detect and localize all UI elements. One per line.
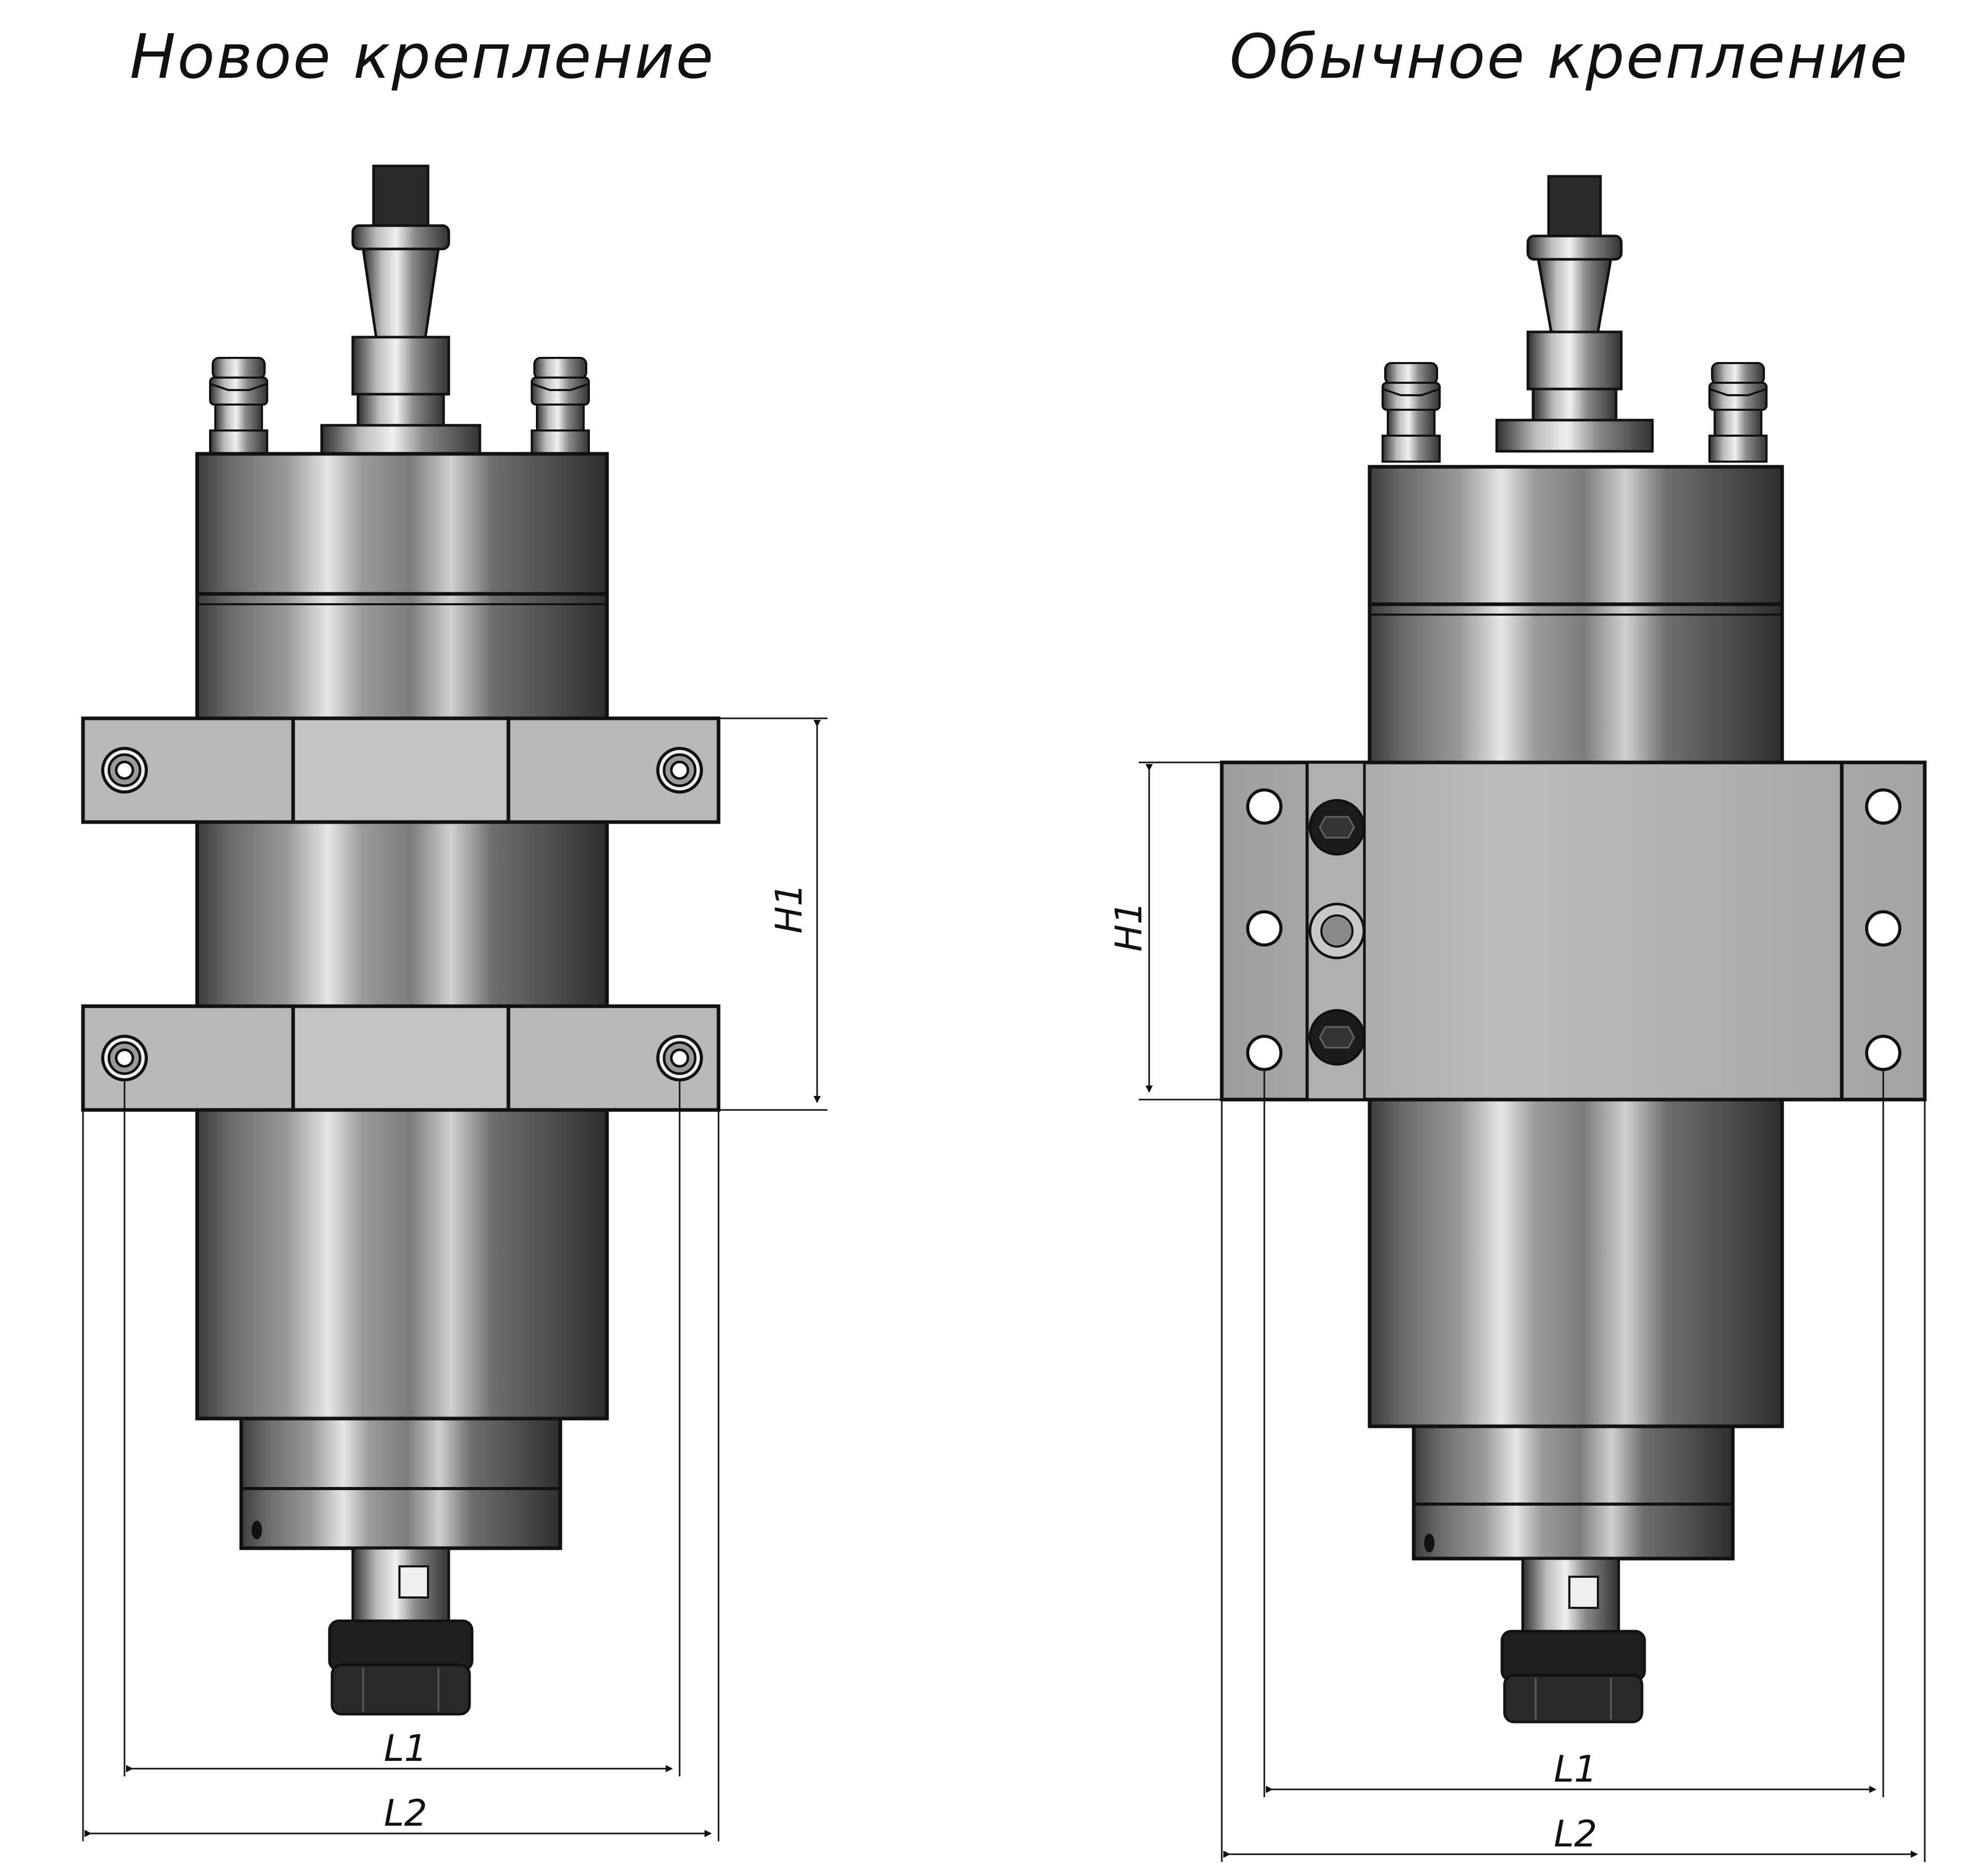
mount-hole [1246, 1035, 1282, 1071]
power-connector [320, 164, 481, 455]
cable-gland-right [531, 357, 590, 457]
spindle-nose [239, 1416, 562, 1550]
title-new-mount: Новое крепление [130, 21, 715, 92]
mount-hole [1865, 910, 1901, 947]
title-standard-mount: Обычное крепление [1230, 21, 1909, 92]
collet-nut [328, 1619, 474, 1716]
adjust-screw [1308, 902, 1365, 960]
mount-hole [1865, 1035, 1901, 1071]
clamp-bolt [1308, 799, 1365, 856]
clamp-bolt [1308, 1009, 1365, 1066]
power-connector [1495, 175, 1654, 453]
spindle-nose [1412, 1424, 1735, 1561]
dim-label-h1: H1 [1108, 901, 1150, 952]
dimensions-standard-mount [1139, 761, 1926, 1862]
dim-label-h1: H1 [768, 883, 810, 934]
cable-gland-left [1382, 362, 1441, 463]
collet-nut [1500, 1630, 1646, 1724]
cable-gland-left [209, 357, 268, 457]
cable-gland-right [1708, 362, 1768, 463]
mount-hole [658, 1036, 701, 1080]
dim-label-l2: L2 [384, 1792, 427, 1835]
spindle-shaft [351, 1547, 450, 1622]
mount-hole [103, 748, 146, 792]
lower-clamp [81, 1004, 721, 1112]
mount-hole [1246, 910, 1282, 947]
dim-label-l1: L1 [384, 1727, 427, 1770]
dim-label-l1: L1 [1554, 1748, 1597, 1790]
upper-clamp [81, 716, 721, 824]
dimensions-new-mount [82, 717, 827, 1841]
mount-hole [103, 1036, 146, 1080]
mount-hole [1865, 788, 1901, 825]
mounting-block [1220, 760, 1927, 1102]
spindle-body [195, 452, 609, 1421]
spindle-new-mount [195, 164, 609, 1716]
dim-label-l2: L2 [1554, 1813, 1597, 1855]
mount-hole [1246, 788, 1282, 825]
mount-hole [658, 748, 701, 792]
